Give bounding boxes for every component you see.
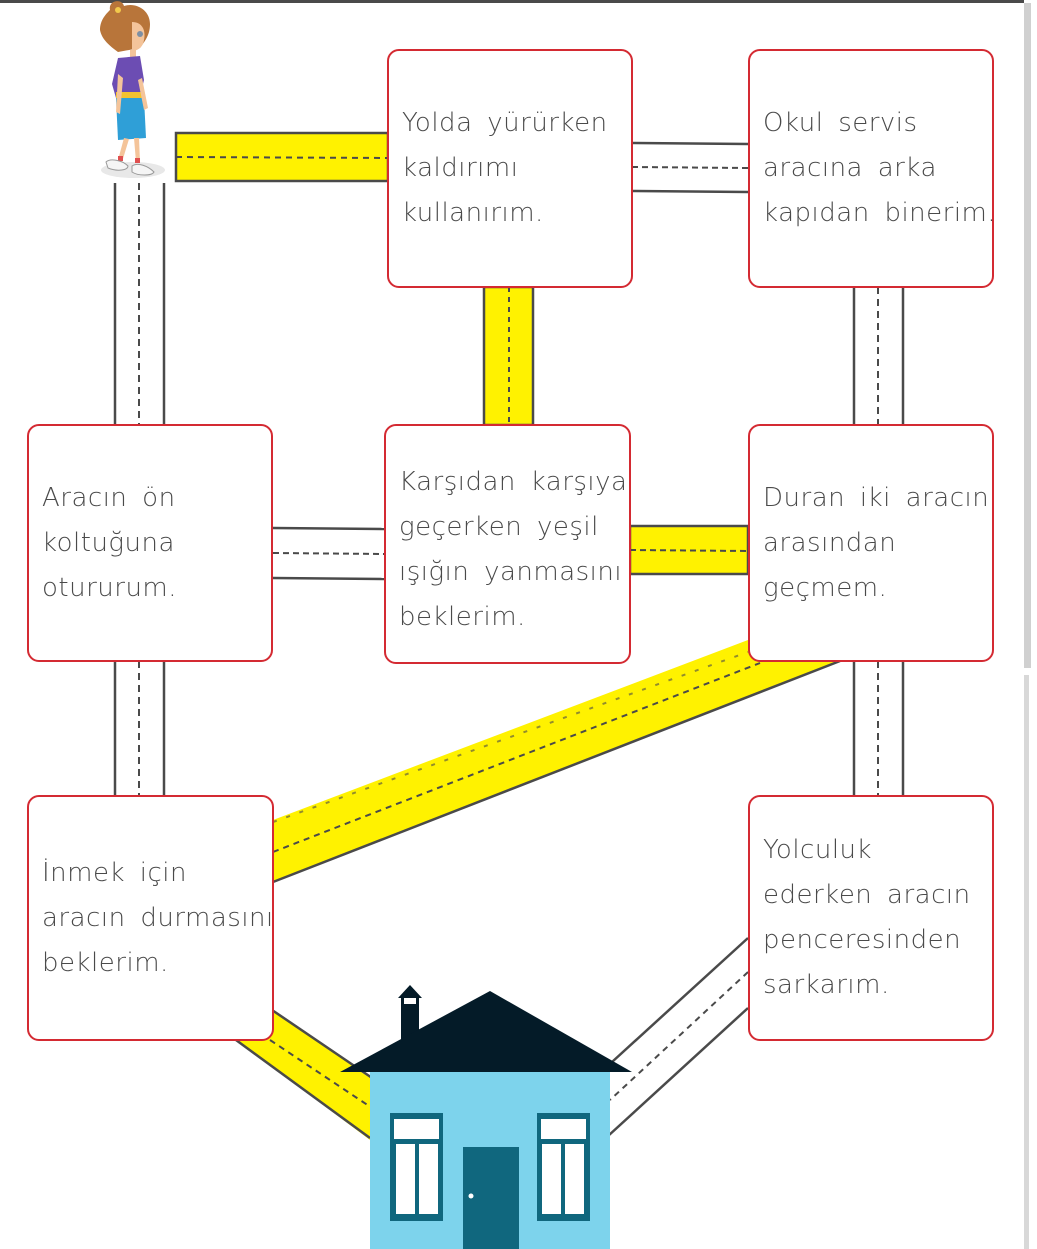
card-text: Yolda yürürken kaldırımı kullanırım. (402, 101, 608, 236)
door-knob (468, 1193, 474, 1199)
card-text: Aracın ön koltuğuna otururum. (42, 476, 177, 611)
road-middle-left-to-bottom-left (113, 661, 166, 796)
card-line: Karşıdan karşıya (399, 467, 628, 497)
card-line: Yolculuk (763, 835, 873, 865)
card-top-center[interactable]: Yolda yürürken kaldırımı kullanırım. (387, 49, 633, 288)
card-line: geçmem. (763, 572, 888, 603)
card-line: penceresinden (763, 925, 962, 955)
card-text: Yolculuk ederken aracın penceresinden sa… (763, 828, 971, 1008)
card-text: Karşıdan karşıya geçerken yeşil ışığın y… (399, 460, 627, 640)
card-line: kapıdan binerim. (763, 198, 997, 228)
card-text: Duran iki aracın arasından geçmem. (763, 476, 989, 611)
window-left (390, 1113, 443, 1221)
card-line: otururum. (42, 572, 178, 603)
card-line: Okul servis (763, 108, 918, 138)
road-top-center-to-middle-center (482, 285, 535, 427)
road-girl-to-middle-left (113, 183, 166, 425)
card-line: kaldırımı (402, 153, 519, 183)
road-middle-center-to-middle-right (628, 524, 750, 576)
card-line: Duran iki aracın (763, 482, 990, 513)
card-line: beklerim. (42, 947, 169, 978)
card-bottom-right[interactable]: Yolculuk ederken aracın penceresinden sa… (748, 795, 994, 1041)
scrollbar-lower (1024, 675, 1029, 1249)
card-line: koltuğuna (42, 527, 175, 558)
window-right (537, 1113, 590, 1221)
road-middle-left-to-middle-center (272, 526, 386, 581)
road-girl-to-top-center (174, 131, 390, 183)
card-middle-left[interactable]: Aracın ön koltuğuna otururum. (27, 424, 273, 662)
girl-icon (100, 1, 165, 178)
card-text: İnmek için aracın durmasını beklerim. (42, 851, 274, 986)
road-middle-right-to-bottom-right (852, 661, 905, 796)
card-line: geçerken yeşil (399, 512, 599, 542)
card-middle-center[interactable]: Karşıdan karşıya geçerken yeşil ışığın y… (384, 424, 631, 664)
road-top-right-to-middle-right (852, 287, 905, 425)
card-line: Aracın ön (42, 482, 176, 513)
house-roof (340, 991, 632, 1072)
card-line: aracın durmasını (42, 902, 274, 933)
card-line: Yolda yürürken (402, 108, 608, 138)
card-line: ışığın yanmasını (399, 557, 623, 587)
card-line: İnmek için (42, 857, 188, 888)
card-line: aracına arka (763, 153, 937, 183)
card-line: beklerim. (399, 602, 526, 632)
road-middle-right-to-bottom-left (272, 640, 841, 884)
card-line: sarkarım. (763, 970, 890, 1000)
road-bottom-right-to-house (607, 937, 749, 1137)
card-bottom-left[interactable]: İnmek için aracın durmasını beklerim. (27, 795, 274, 1041)
card-line: kullanırım. (402, 198, 544, 228)
card-top-right[interactable]: Okul servis aracına arka kapıdan binerim… (748, 49, 996, 288)
card-middle-right[interactable]: Duran iki aracın arasından geçmem. (748, 424, 994, 662)
house-icon (340, 985, 632, 1249)
scrollbar-thumb[interactable] (1024, 3, 1031, 668)
card-line: ederken aracın (763, 880, 971, 910)
top-border (0, 0, 1037, 3)
card-text: Okul servis aracına arka kapıdan binerim… (763, 101, 996, 236)
road-top-center-to-top-right (631, 141, 749, 194)
card-line: arasından (763, 527, 897, 558)
